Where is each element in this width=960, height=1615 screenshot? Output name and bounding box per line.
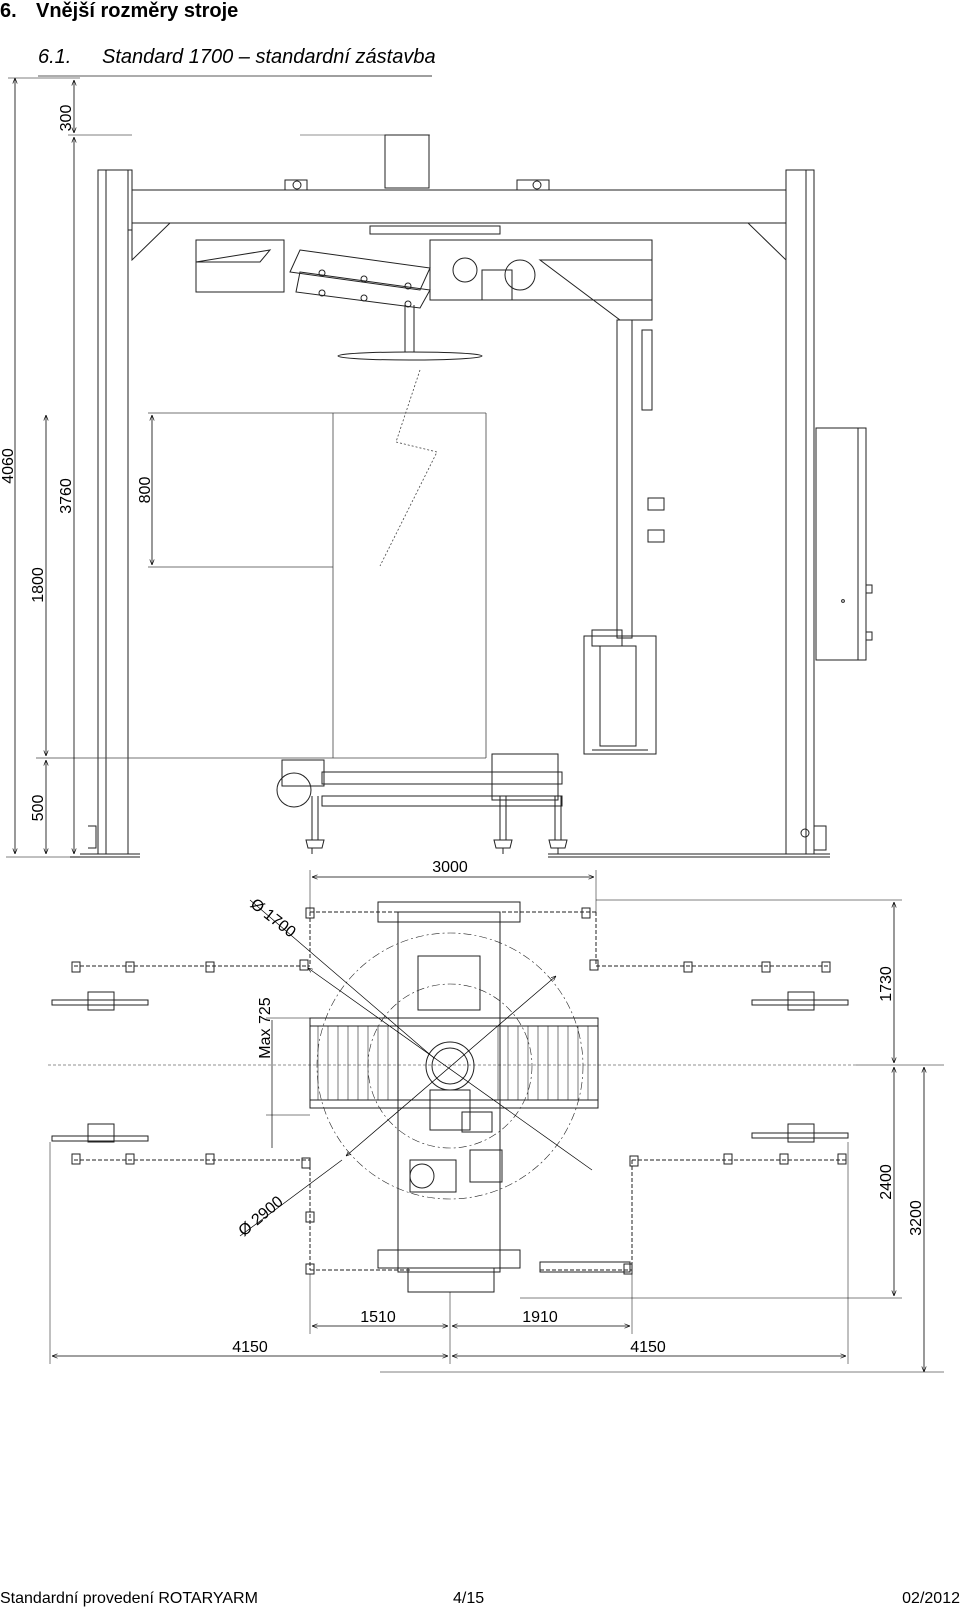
top-dimensions [49,870,944,1373]
safety-fence [74,911,846,1271]
dim-4060: 4060 [0,448,17,484]
dim-3760: 3760 [58,478,75,514]
outer-diameter-circle [316,932,584,1200]
dim-3000: 3000 [432,859,468,876]
subsection-heading: 6.1. Standard 1700 – standardní zástavba [38,46,436,69]
dim-1910: 1910 [522,1309,558,1326]
dim-300: 300 [58,105,75,132]
section-title: Vnější rozměry stroje [36,0,239,22]
ring-circle [367,983,533,1149]
section-heading: 6. Vnější rozměry stroje [0,0,238,23]
dim-800: 800 [137,477,154,504]
left-column [97,169,129,855]
dim-4150-left: 4150 [232,1339,268,1356]
machine-frame [397,911,501,1273]
section-number: 6. [0,0,17,22]
side-dimensions [6,77,152,858]
dim-1730: 1730 [878,966,895,1002]
subsection-number: 6.1. [38,46,72,68]
arm-mast [616,319,633,639]
footer-page-number: 4/15 [453,1590,485,1607]
dim-4150-right: 4150 [630,1339,666,1356]
load-outline [36,369,487,759]
top-view [48,901,856,1293]
dim-500: 500 [30,795,47,822]
film-carriage [583,635,657,755]
subsection-title: Standard 1700 – standardní zástavba [102,46,436,68]
control-cabinet [815,427,867,661]
footer-date: 02/2012 [902,1590,960,1607]
conveyor-side [276,753,568,854]
light-curtains [51,991,849,1143]
dim-1510: 1510 [360,1309,396,1326]
dim-2400: 2400 [878,1164,895,1200]
dim-outer-diameter: Ø 2900 [236,1193,287,1240]
rollers [317,1026,589,1100]
side-view [36,75,873,858]
footer-document-name: Standardní provedení ROTARYARM [0,1590,258,1607]
fence-posts [71,907,847,1275]
side-dimension-labels: 300 4060 3760 1800 800 500 [0,105,154,822]
dim-1800: 1800 [30,567,47,603]
top-beam [131,189,787,224]
dim-ring-diameter: Ø 1700 [247,896,299,942]
dim-max-725: Max 725 [257,997,274,1058]
dim-3200: 3200 [908,1200,925,1236]
top-drum [384,134,430,189]
right-column [785,169,815,855]
